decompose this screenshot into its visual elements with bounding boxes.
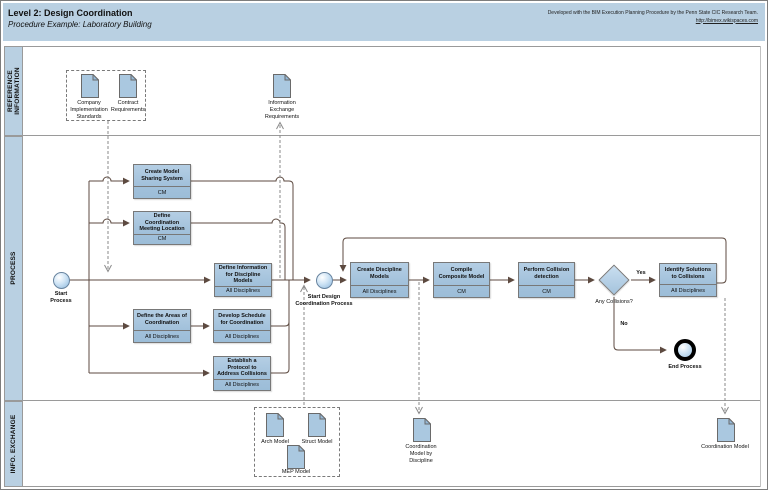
- model-documents-group: [254, 407, 340, 477]
- gateway-no-label: No: [620, 321, 628, 327]
- task-establish-protocol-address-collisions: Establish a Protocol to Address Collisio…: [213, 356, 271, 391]
- lane-border-bottom: [4, 486, 761, 487]
- flow-to-create-model-sharing: [89, 176, 130, 185]
- reference-documents-group: [66, 70, 146, 121]
- document-contract-requirements-label: Contract Requirements: [110, 100, 146, 113]
- flow-sharing-out: [191, 176, 294, 280]
- document-coordination-model-by-discipline-label: Coordination Model by Discipline: [405, 444, 437, 464]
- document-arch-model-label: Arch Model: [261, 439, 289, 445]
- document-company-implementation-standards-label: Company Implementation Standards: [70, 100, 108, 120]
- information-connectors: [108, 121, 725, 413]
- flow-connectors: [70, 176, 727, 377]
- start-event-label: Start Process: [50, 291, 72, 304]
- document-coordination-model-by-discipline-icon: [413, 417, 432, 442]
- task-create-discipline-models: Create Discipline Models All Disciplines: [350, 262, 409, 298]
- page-title: Level 2: Design Coordination: [8, 8, 133, 18]
- document-coordination-model-label: Coordination Model: [701, 444, 749, 450]
- flow-to-define-meeting-location: [89, 218, 130, 227]
- page-subtitle: Procedure Example: Laboratory Building: [8, 20, 152, 29]
- end-event-label: End Process: [668, 364, 702, 370]
- gateway-yes-label: Yes: [636, 270, 646, 276]
- document-struct-model-label: Struct Model: [301, 439, 333, 445]
- document-company-implementation-standards-icon: [81, 73, 100, 98]
- task-define-areas-of-coordination: Define the Areas of Coordination All Dis…: [133, 309, 191, 343]
- end-event: [674, 339, 696, 361]
- credit-link[interactable]: http://bimex.wikispaces.com: [695, 17, 758, 24]
- flow-protocol-out: [271, 280, 290, 374]
- task-identify-solutions-to-collisions: Identify Solutions to Collisions All Dis…: [659, 263, 717, 297]
- gateway-label: Any Collisions?: [595, 299, 633, 305]
- task-create-model-sharing-system: Create Model Sharing System CM: [133, 164, 191, 199]
- lane-divider-2: [4, 400, 761, 401]
- document-arch-model-icon: [266, 412, 285, 437]
- task-define-information-for-discipline-models: Define Information for Discipline Models…: [214, 263, 272, 297]
- task-define-coordination-meeting-location: Define Coordination Meeting Location CM: [133, 211, 191, 245]
- start-event: [53, 272, 70, 289]
- document-information-exchange-requirements-icon: [273, 73, 292, 98]
- document-information-exchange-requirements-label: Information Exchange Requirements: [264, 100, 300, 120]
- document-coordination-model-icon: [717, 417, 736, 442]
- document-struct-model-icon: [308, 412, 327, 437]
- document-contract-requirements-icon: [119, 73, 138, 98]
- credit-block: Developed with the BIM Execution Plannin…: [548, 10, 758, 25]
- credit-text: Developed with the BIM Execution Plannin…: [547, 10, 758, 16]
- task-develop-schedule-for-coordination: Develop Schedule for Coordination All Di…: [213, 309, 271, 343]
- start-design-coordination-label: Start Design Coordination Process: [295, 294, 353, 307]
- pool-right-border: [760, 46, 761, 487]
- task-perform-collision-detection: Perform Collision detection CM: [518, 262, 575, 298]
- task-compile-composite-model: Compile Composite Model CM: [433, 262, 490, 298]
- flow-schedule-out: [271, 280, 290, 327]
- lane-divider-1: [4, 135, 761, 136]
- start-design-coordination-event: [316, 272, 333, 289]
- flow-feedback-loop: [339, 237, 727, 284]
- lane-border-top: [4, 46, 761, 47]
- flow-gateway-no-to-end: [613, 297, 667, 354]
- header-band: Level 2: Design Coordination Procedure E…: [3, 3, 765, 41]
- document-mep-model-icon: [287, 444, 306, 469]
- document-mep-model-label: MEP Model: [281, 469, 311, 475]
